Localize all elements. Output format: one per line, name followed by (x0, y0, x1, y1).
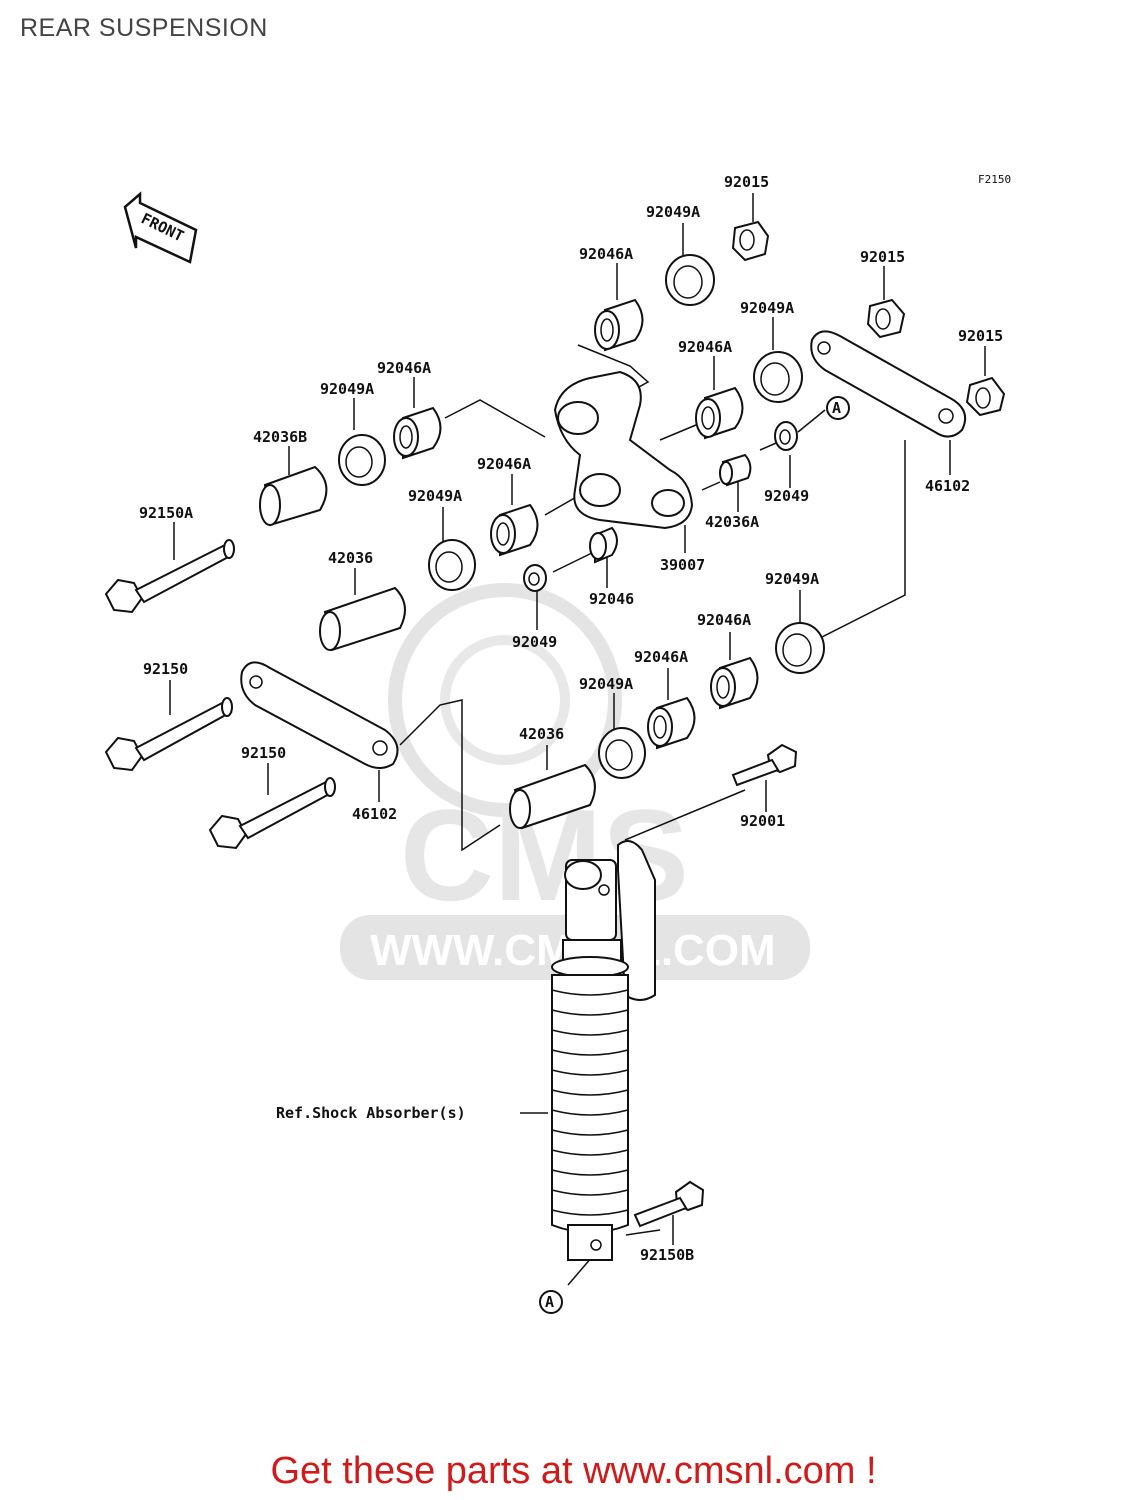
bolt-92150-upper (104, 697, 233, 772)
label-92150A: 92150A (139, 504, 193, 522)
label-46102-left: 46102 (352, 805, 397, 823)
shock-spring (551, 989, 629, 1216)
part-labels: 92015 92049A 92046A 92015 92049A 92015 9… (139, 173, 1003, 1264)
label-39007: 39007 (660, 556, 705, 574)
nut-92015-mid (866, 298, 906, 339)
label-92049A-lowright: 92049A (765, 570, 819, 588)
seal-92049A-low (598, 727, 646, 779)
shock-absorber (551, 840, 656, 1261)
bolt-92001 (731, 743, 798, 787)
label-92046A-left: 92046A (377, 359, 431, 377)
label-92049A-low: 92049A (579, 675, 633, 693)
label-92150-upper: 92150 (143, 660, 188, 678)
label-92049A-top: 92049A (646, 203, 700, 221)
bolt-92150B (633, 1180, 705, 1228)
label-92046A-lowright: 92046A (697, 611, 751, 629)
page-title: REAR SUSPENSION (20, 14, 268, 42)
seal-92049A-left (338, 434, 386, 486)
seal-92049A-lowright (775, 622, 825, 674)
label-42036-lower: 42036 (519, 725, 564, 743)
bearing-92046A-low (647, 696, 696, 750)
callout-a-bottom: A (539, 1290, 563, 1314)
label-42036B: 42036B (253, 428, 307, 446)
label-92001: 92001 (740, 812, 785, 830)
seal-92049A-mid (428, 539, 476, 591)
watermark-mascot-head (388, 583, 622, 817)
label-92046A-mid: 92046A (477, 455, 531, 473)
bearing-92046A-top (594, 298, 644, 352)
bearing-92046A-left (393, 406, 442, 460)
collar-42036B (259, 465, 328, 527)
parts-diagram: CMS WWW.CMSNL.COM F2150 FRONT (104, 173, 1011, 1314)
collar-42036-lower (509, 763, 596, 830)
svg-text:A: A (545, 1293, 554, 1311)
bearing-92046 (589, 526, 618, 564)
label-46102-right: 46102 (925, 477, 970, 495)
label-92015-mid: 92015 (860, 248, 905, 266)
leader-lines (169, 193, 986, 1286)
label-92049A-left: 92049A (320, 380, 374, 398)
bearing-92046A-link (695, 386, 744, 440)
label-92046A-top: 92046A (579, 245, 633, 263)
collar-42036-upper (319, 586, 406, 652)
label-92049-lower: 92049 (512, 633, 557, 651)
label-ref-shock: Ref.Shock Absorber(s) (276, 1104, 466, 1122)
label-42036-upper: 42036 (328, 549, 373, 567)
bearing-92046A-mid (490, 503, 539, 557)
label-92046A-link: 92046A (678, 338, 732, 356)
footer-link[interactable]: Get these parts at www.cmsnl.com ! (270, 1450, 877, 1492)
collar-42036A (719, 453, 752, 487)
front-arrow-shape (123, 191, 198, 264)
washer-92049-lower (523, 564, 547, 592)
svg-text:A: A (832, 399, 841, 417)
nut-92015-right (965, 376, 1006, 417)
label-92015-right: 92015 (958, 327, 1003, 345)
bolt-92150A (104, 539, 235, 614)
tie-rod-46102-left (240, 661, 399, 769)
label-92015-top: 92015 (724, 173, 769, 191)
label-92150-lower: 92150 (241, 744, 286, 762)
label-92046A-low: 92046A (634, 648, 688, 666)
rocker-arm-39007 (553, 370, 694, 530)
figure-code: F2150 (978, 173, 1011, 186)
seal-92049A-right (753, 351, 803, 403)
nut-92015-top (731, 220, 770, 262)
label-42036A: 42036A (705, 513, 759, 531)
bolt-92150-lower (208, 777, 336, 850)
label-92150B: 92150B (640, 1246, 694, 1264)
tie-rod-46102-right (810, 330, 966, 438)
front-arrow: FRONT (123, 191, 198, 264)
label-92049: 92049 (764, 487, 809, 505)
bearing-92046A-lowright (710, 656, 759, 710)
watermark-mascot-face (440, 635, 570, 765)
label-92049A-right: 92049A (740, 299, 794, 317)
label-92049A-mid: 92049A (408, 487, 462, 505)
washer-92049 (774, 421, 798, 451)
seal-92049A-top (665, 254, 715, 306)
callout-a-top: A (826, 396, 850, 420)
label-92046: 92046 (589, 590, 634, 608)
